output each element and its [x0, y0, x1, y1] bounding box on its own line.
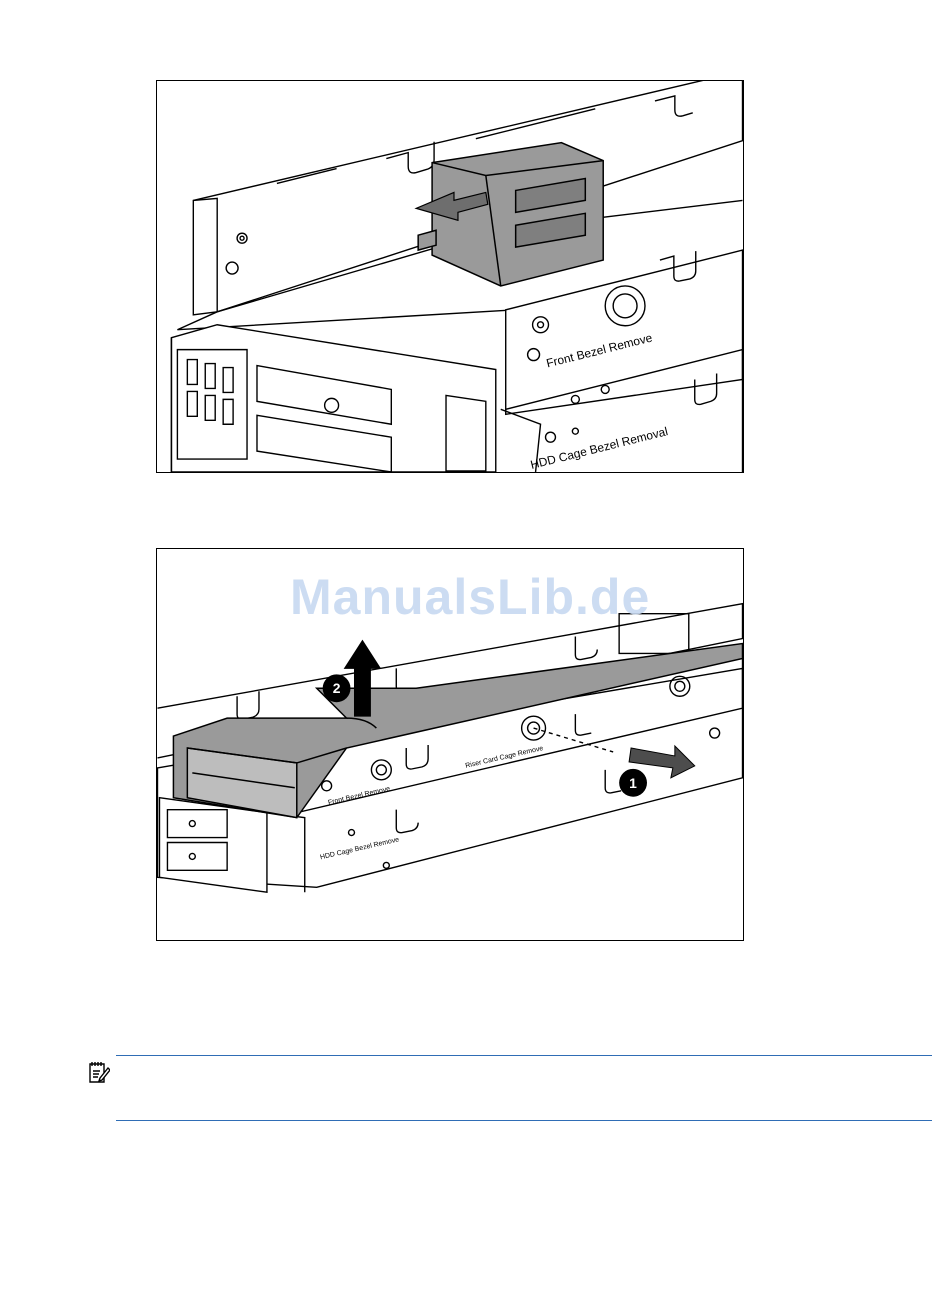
step-2-number: 2 — [333, 680, 341, 696]
note-box — [116, 1055, 932, 1121]
figure-2-illustration: 2 1 Riser Card Cage Remove Front Bezel R… — [156, 548, 744, 941]
hdd-cage-label-2: HDD Cage Bezel Remove — [320, 836, 400, 861]
note-icon — [88, 1060, 110, 1084]
figure-1-drawing: Front Bezel Remove HDD Cage Bezel Remova… — [157, 81, 743, 472]
step-1-number: 1 — [629, 775, 637, 791]
hdd-cage-label: HDD Cage Bezel Removal — [529, 424, 669, 472]
figure-2-drawing: 2 1 Riser Card Cage Remove Front Bezel R… — [157, 549, 743, 940]
figure-1-illustration: Front Bezel Remove HDD Cage Bezel Remova… — [156, 80, 744, 473]
